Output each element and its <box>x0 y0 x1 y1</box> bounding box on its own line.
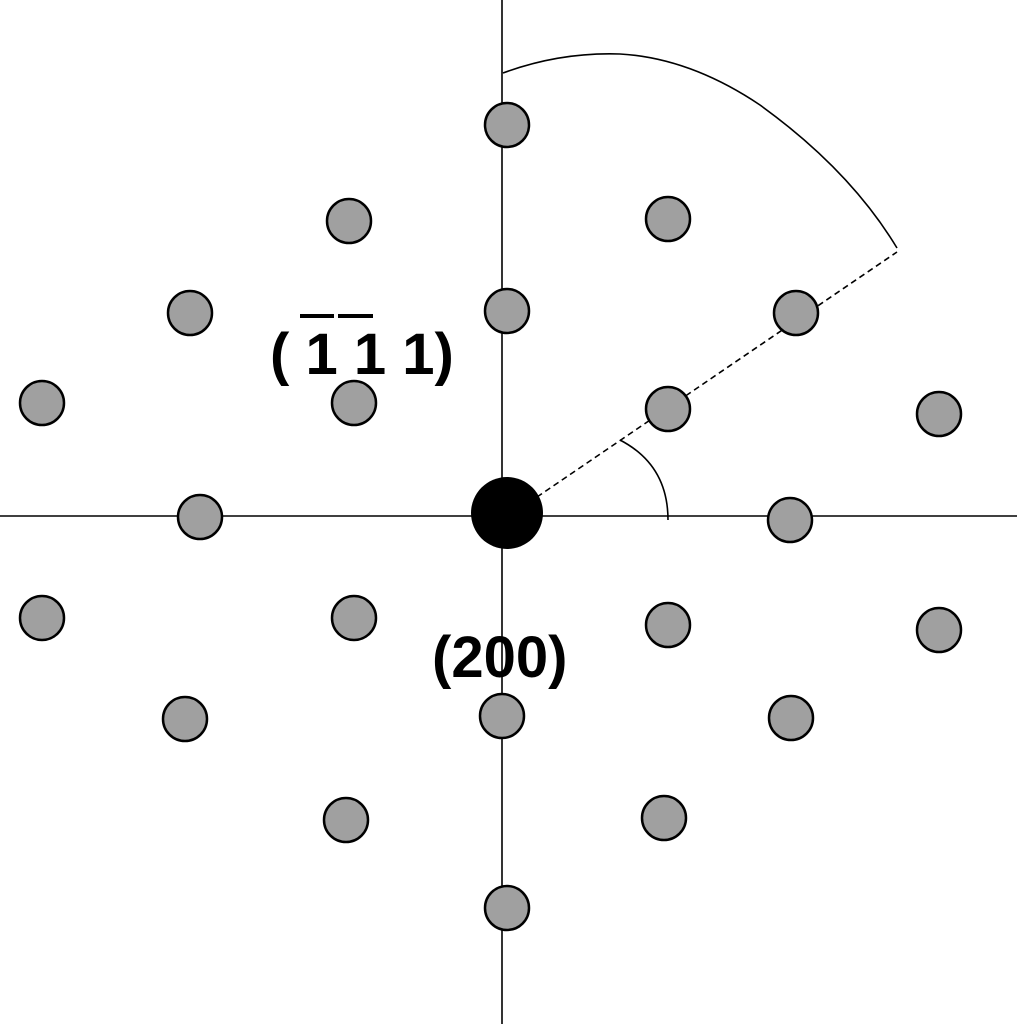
center-transmitted-spot <box>471 477 543 549</box>
index-digit-2: 1 <box>354 322 386 387</box>
diffraction-spot <box>767 694 815 742</box>
diffraction-spot <box>18 594 66 642</box>
diffraction-spot <box>772 289 820 337</box>
svg-text:( 1 1 1): ( 1 1 1) <box>270 322 454 387</box>
diffraction-spot <box>640 794 688 842</box>
diffraction-spot <box>322 796 370 844</box>
diffraction-spot <box>18 379 66 427</box>
diffraction-spot <box>766 496 814 544</box>
diffraction-spot <box>161 695 209 743</box>
diffraction-spot <box>483 884 531 932</box>
diffraction-spot <box>176 493 224 541</box>
diffraction-spot <box>330 594 378 642</box>
diffraction-spot <box>483 287 531 335</box>
diffraction-spot <box>478 692 526 740</box>
diffraction-spot <box>325 197 373 245</box>
diffraction-spot <box>915 606 963 654</box>
diffraction-spots <box>18 101 963 932</box>
index-digit-1: 1 <box>305 322 337 387</box>
diffraction-spot <box>483 101 531 149</box>
index-digit-3: 1) <box>402 322 454 387</box>
inner-angle-arc <box>619 439 669 521</box>
diffraction-spot <box>644 601 692 649</box>
paren-open: ( <box>270 322 290 387</box>
diffraction-spot <box>166 289 214 337</box>
dashed-direction-line <box>536 251 898 498</box>
diffraction-spot <box>915 390 963 438</box>
outer-angle-arc <box>502 53 898 249</box>
diffraction-spot <box>330 379 378 427</box>
plane-label-200: (200) <box>432 625 567 690</box>
diffraction-spot <box>644 385 692 433</box>
diffraction-spot <box>644 195 692 243</box>
plane-label-111: ( 1 1 1) <box>270 314 454 387</box>
